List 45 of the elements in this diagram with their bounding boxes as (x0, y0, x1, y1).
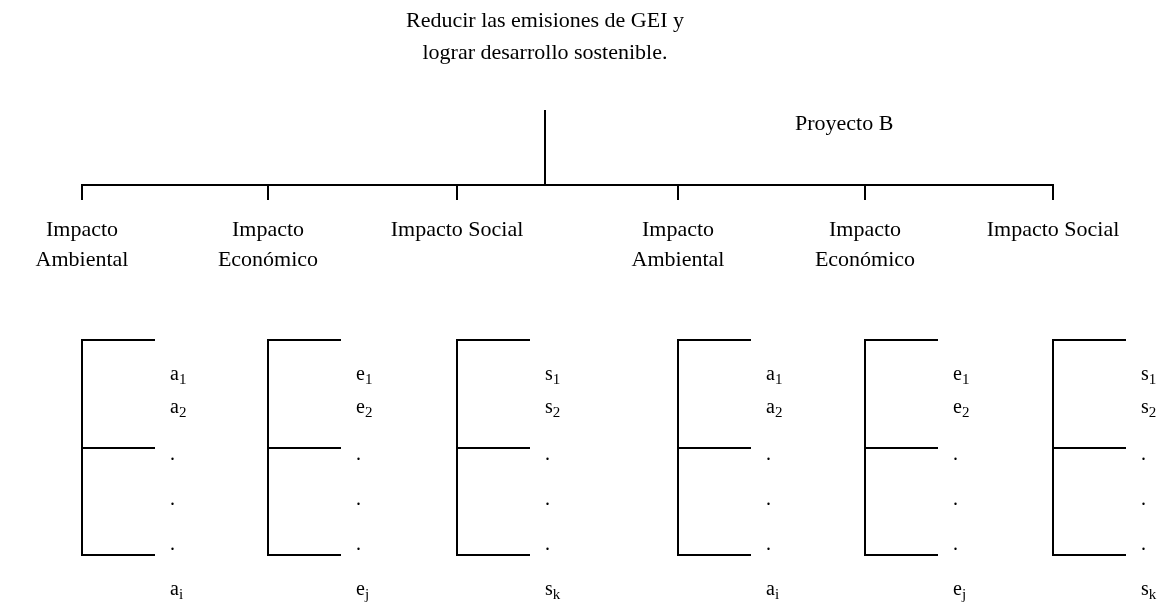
ellipsis-dot: . (953, 531, 958, 555)
ellipsis-dot: . (170, 531, 175, 555)
ellipsis-dot: . (766, 441, 771, 465)
indicator-label: s$_{2}$ (1141, 394, 1157, 418)
ellipsis-dot: . (545, 531, 550, 555)
project-label: Proyecto B (795, 109, 894, 137)
goal-text: Reducir las emisiones de GEI y lograr desarrollo sostenible. (405, 6, 685, 66)
impact-heading: Impacto Ambiental (630, 215, 726, 273)
indicator-label: a$_{2}$ (170, 394, 187, 418)
indicator-label: s$_{2}$ (545, 394, 561, 418)
indicator-label: e$_{j}$ (356, 576, 370, 600)
indicator-label: s$_{k}$ (545, 576, 561, 600)
impact-heading: Impacto Social (390, 215, 524, 243)
indicator-label: a$_{1}$ (170, 361, 187, 385)
ellipsis-dot: . (356, 531, 361, 555)
indicator-label: e$_{1}$ (953, 361, 970, 385)
ellipsis-dot: . (766, 486, 771, 510)
impact-heading: Impacto Ambiental (34, 215, 130, 273)
ellipsis-dot: . (170, 486, 175, 510)
indicator-label: s$_{k}$ (1141, 576, 1157, 600)
indicator-label: s$_{1}$ (1141, 361, 1157, 385)
indicator-label: s$_{1}$ (545, 361, 561, 385)
indicator-label: e$_{2}$ (356, 394, 373, 418)
ellipsis-dot: . (356, 441, 361, 465)
indicator-label: e$_{2}$ (953, 394, 970, 418)
indicator-label: e$_{1}$ (356, 361, 373, 385)
ellipsis-dot: . (953, 486, 958, 510)
ellipsis-dot: . (1141, 531, 1146, 555)
impact-heading: Impacto Económico (216, 215, 320, 273)
tree-connector (544, 109, 1054, 201)
impact-heading: Impacto Social (986, 215, 1120, 243)
ellipsis-dot: . (766, 531, 771, 555)
ellipsis-dot: . (1141, 486, 1146, 510)
indicator-label: a$_{1}$ (766, 361, 783, 385)
indicator-label: a$_{i}$ (766, 576, 780, 600)
ellipsis-dot: . (1141, 441, 1146, 465)
ellipsis-dot: . (356, 486, 361, 510)
ellipsis-dot: . (953, 441, 958, 465)
ellipsis-dot: . (170, 441, 175, 465)
ellipsis-dot: . (545, 486, 550, 510)
ellipsis-dot: . (545, 441, 550, 465)
indicator-label: a$_{i}$ (170, 576, 184, 600)
indicator-label: e$_{j}$ (953, 576, 967, 600)
impact-heading: Impacto Económico (813, 215, 917, 273)
indicator-label: a$_{2}$ (766, 394, 783, 418)
